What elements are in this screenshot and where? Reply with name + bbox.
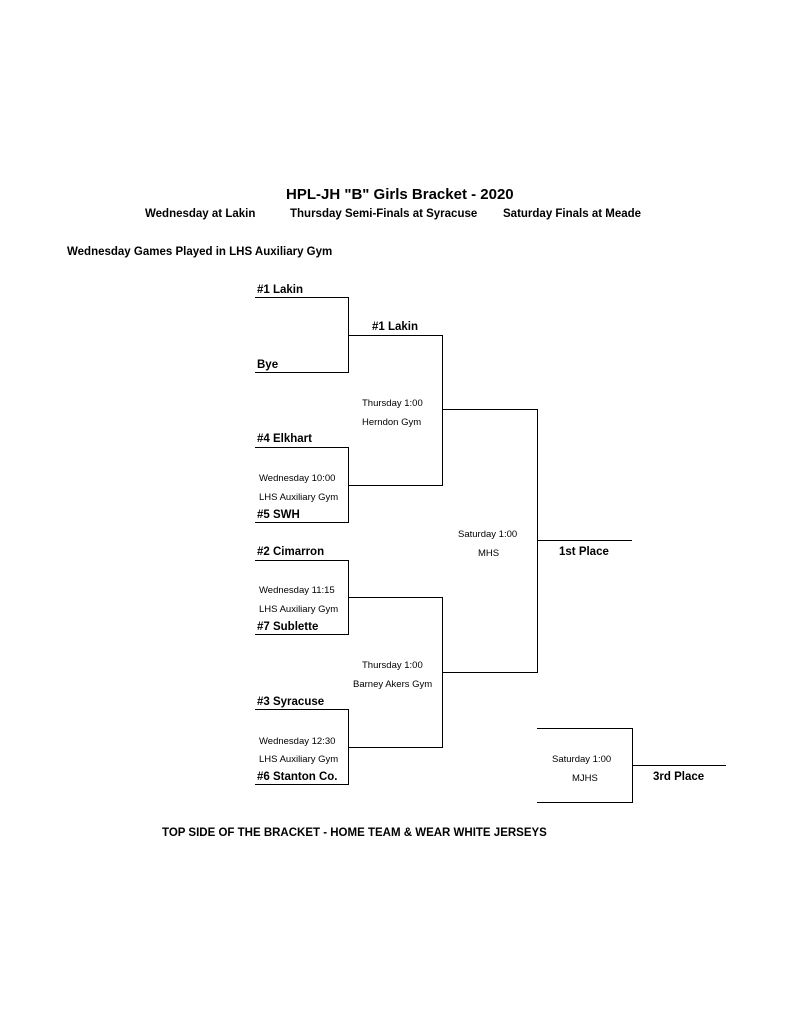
slot-line-final-top <box>442 409 538 410</box>
team-bye: Bye <box>257 359 279 371</box>
team-t3: #3 Syracuse <box>257 696 325 708</box>
slot-line-t5 <box>255 522 348 523</box>
slot-line-t4 <box>255 447 348 448</box>
third-time: Saturday 1:00 <box>552 754 612 765</box>
slot-line-third-top <box>537 728 632 729</box>
wednesday-gym-note: Wednesday Games Played in LHS Auxiliary … <box>67 246 333 258</box>
schedule-thursday: Thursday Semi-Finals at Syracuse <box>290 208 478 220</box>
game-45-location: LHS Auxiliary Gym <box>259 492 339 503</box>
page-title: HPL-JH "B" Girls Bracket - 2020 <box>286 186 514 203</box>
slot-line-r2-2 <box>348 485 443 486</box>
third-location: MJHS <box>572 773 598 784</box>
game-27-time: Wednesday 11:15 <box>259 585 335 596</box>
third-place-label: 3rd Place <box>653 771 705 783</box>
semi1-time: Thursday 1:00 <box>362 398 423 409</box>
final-location: MHS <box>478 548 500 559</box>
team-t7: #7 Sublette <box>257 621 319 633</box>
slot-line-t3 <box>255 709 348 710</box>
team-t5: #5 SWH <box>257 509 300 521</box>
game-27-location: LHS Auxiliary Gym <box>259 604 339 615</box>
team-t6: #6 Stanton Co. <box>257 771 338 783</box>
semi2-location: Barney Akers Gym <box>353 679 433 690</box>
game-36-time: Wednesday 12:30 <box>259 736 336 747</box>
game-45-time: Wednesday 10:00 <box>259 473 336 484</box>
team-t1: #1 Lakin <box>257 284 304 296</box>
slot-line-t1 <box>255 297 348 298</box>
semi2-time: Thursday 1:00 <box>362 660 423 671</box>
slot-line-r2-3 <box>348 597 443 598</box>
connector-final <box>537 409 538 673</box>
slot-line-r2-4 <box>348 747 443 748</box>
game-36-location: LHS Auxiliary Gym <box>259 754 339 765</box>
connector-semi1 <box>442 335 443 486</box>
home-team-note: TOP SIDE OF THE BRACKET - HOME TEAM & WE… <box>162 827 547 839</box>
first-place-label: 1st Place <box>559 546 609 558</box>
team-t4: #4 Elkhart <box>257 433 312 445</box>
slot-line-t2 <box>255 560 348 561</box>
semi1-location: Herndon Gym <box>362 417 422 428</box>
slot-line-third-bottom <box>537 802 632 803</box>
final-time: Saturday 1:00 <box>458 529 518 540</box>
slot-line-t7 <box>255 634 348 635</box>
team-t2: #2 Cimarron <box>257 546 325 558</box>
slot-line-final-bottom <box>442 672 538 673</box>
schedule-wednesday: Wednesday at Lakin <box>145 208 256 220</box>
round2-winner1: #1 Lakin <box>372 321 419 333</box>
slot-line-t6 <box>255 784 348 785</box>
third-place-line <box>632 765 726 766</box>
slot-line-bye <box>255 372 348 373</box>
slot-line-r2-1 <box>348 335 443 336</box>
champion-line <box>537 540 632 541</box>
schedule-saturday: Saturday Finals at Meade <box>503 208 642 220</box>
